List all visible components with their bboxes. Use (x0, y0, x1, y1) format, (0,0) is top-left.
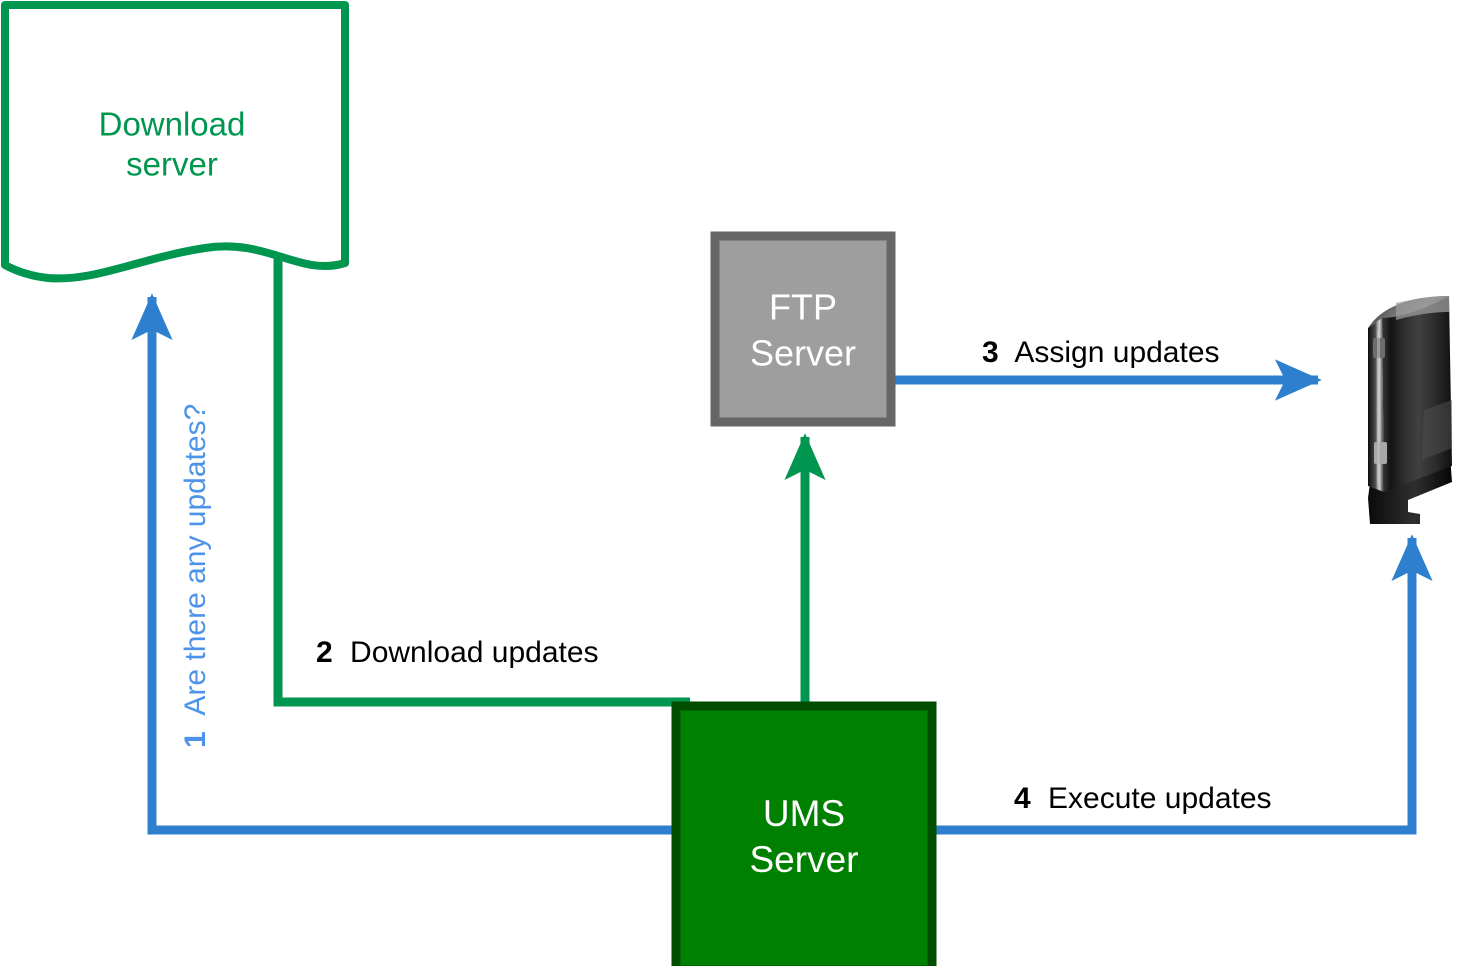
download-server-label-line2: server (126, 146, 218, 183)
device-body-face (1382, 296, 1452, 492)
label-1-text: 1 Are there any updates? (179, 404, 212, 748)
label-3-text: 3 Assign updates (982, 336, 1220, 369)
device-lower-bevel (1422, 400, 1452, 460)
ftp-server-label-line2: Server (750, 333, 856, 374)
node-download-server[interactable]: Download server (1, 1, 349, 283)
ftp-server-label-line1: FTP (769, 287, 837, 328)
ftp-server-shape (710, 231, 896, 427)
label-2-caption: Download updates (350, 636, 599, 669)
connector-4-path (936, 534, 1433, 835)
ums-server-label-line1: UMS (763, 793, 845, 834)
device-top-highlight (1396, 296, 1449, 320)
label-2-download-updates: 2 Download updates (316, 636, 599, 669)
label-4-execute-updates: 4 Execute updates (1014, 782, 1272, 815)
connector-2-path (273, 252, 690, 707)
download-server-shape (1, 1, 349, 283)
connector-2-download-updates (273, 252, 690, 707)
label-3-assign-updates: 3 Assign updates (982, 336, 1220, 369)
label-3-number: 3 (982, 336, 999, 369)
download-server-label-line1: Download (99, 106, 246, 143)
connector-4-execute-updates (936, 534, 1433, 835)
ums-server-label-line2: Server (750, 839, 859, 880)
connector-1-are-there-any-updates (131, 293, 672, 835)
node-thin-client-device[interactable] (1368, 296, 1452, 524)
node-ums-server[interactable]: UMS Server (671, 701, 937, 966)
label-1-number: 1 (179, 731, 212, 748)
node-ftp-server[interactable]: FTP Server (710, 231, 896, 427)
label-3-caption: Assign updates (1014, 336, 1219, 369)
thin-client-icon (1368, 296, 1452, 524)
label-2-number: 2 (316, 636, 333, 669)
label-4-number: 4 (1014, 782, 1031, 815)
label-4-text: 4 Execute updates (1014, 782, 1272, 815)
ums-server-shape (671, 701, 937, 966)
label-2-text: 2 Download updates (316, 636, 599, 669)
connector-1-path (131, 293, 672, 835)
label-1-caption: Are there any updates? (179, 404, 212, 716)
device-port-lower (1374, 442, 1387, 464)
label-4-caption: Execute updates (1048, 782, 1272, 815)
label-1-are-there-any-updates: 1 Are there any updates? (179, 404, 212, 748)
device-edge-specular (1377, 330, 1380, 484)
